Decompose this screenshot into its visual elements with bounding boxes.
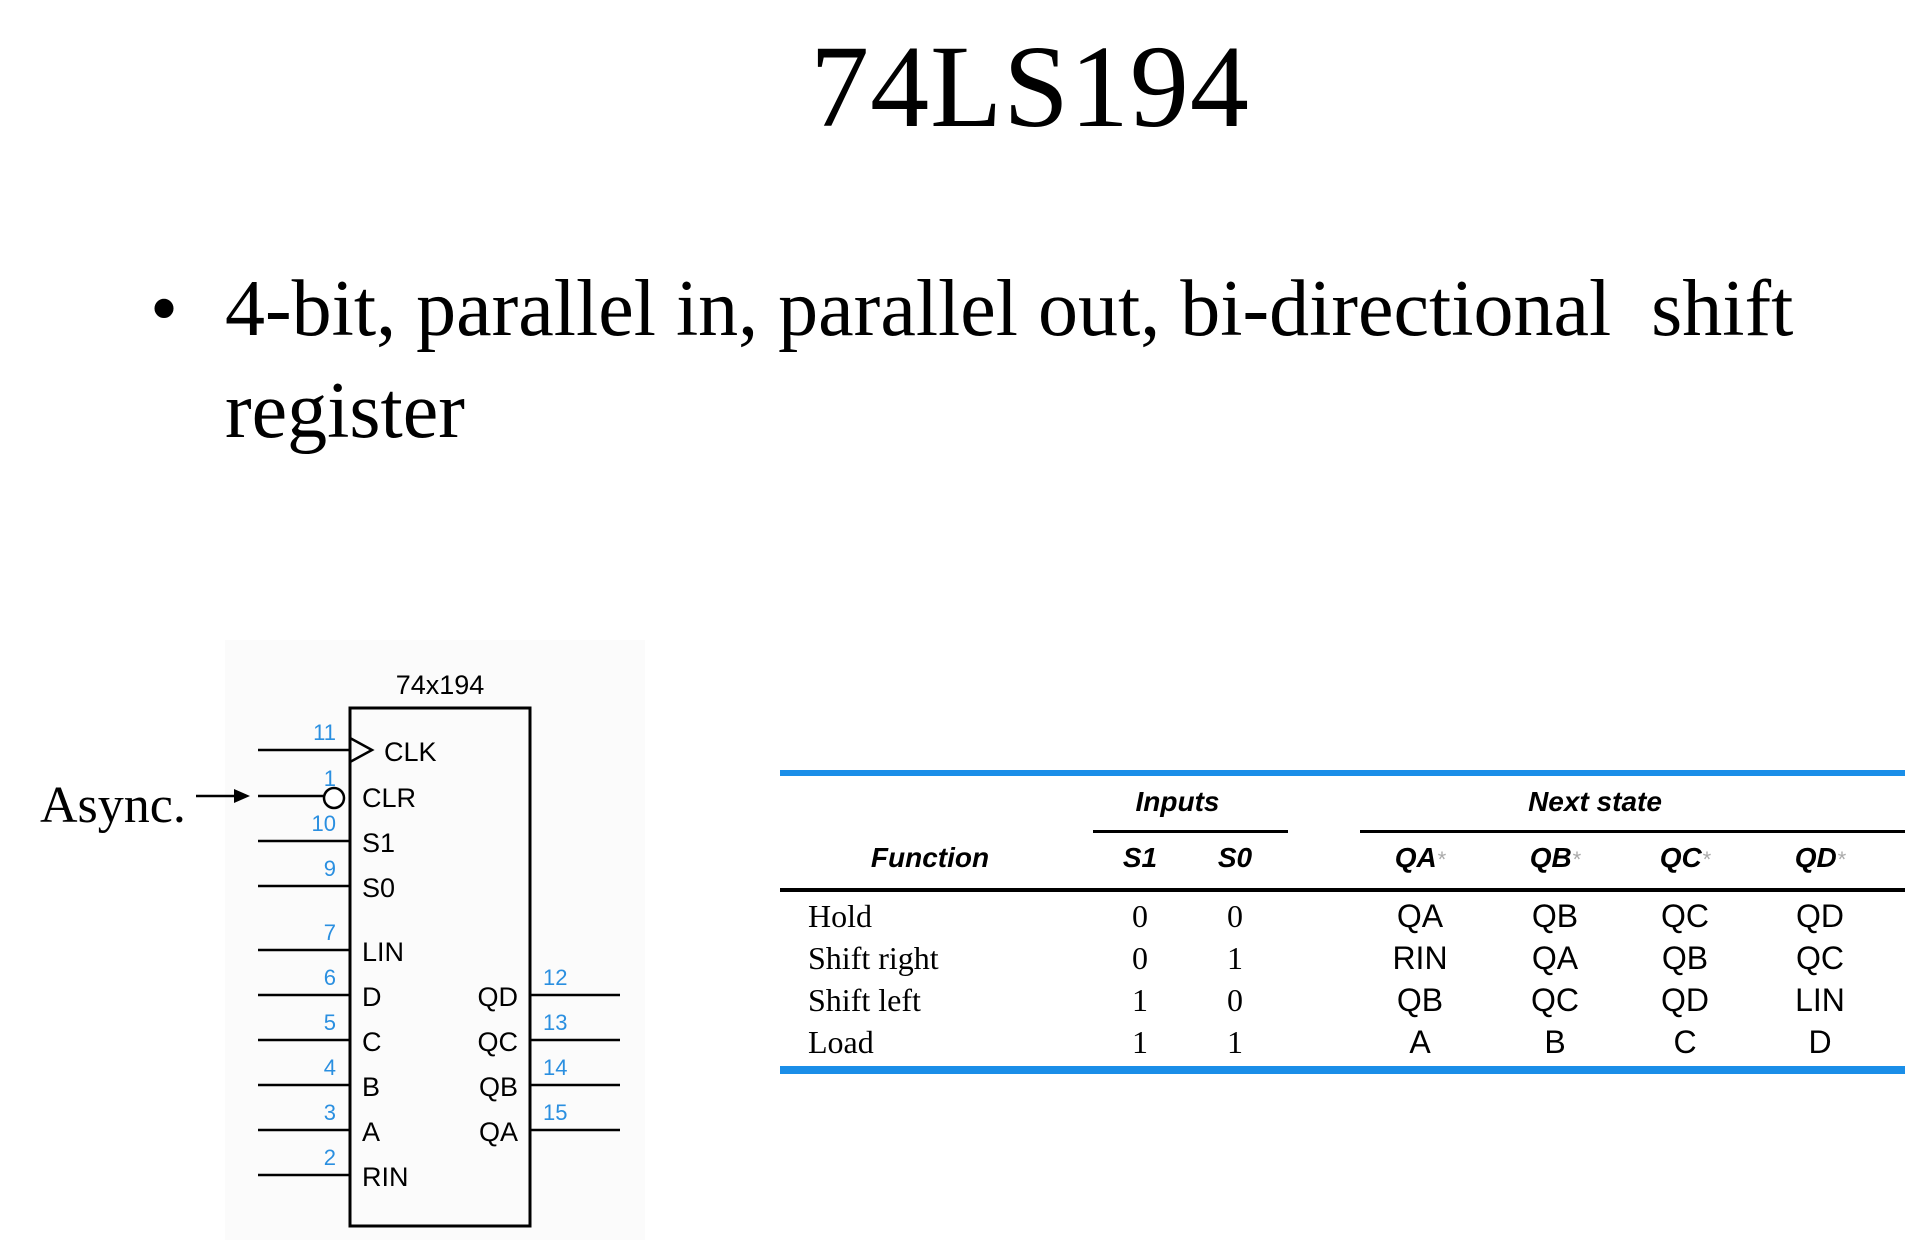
inputs-group-header: Inputs bbox=[1135, 786, 1220, 817]
cell-s0: 0 bbox=[1227, 982, 1243, 1018]
cell-qc: QB bbox=[1661, 940, 1709, 976]
col-header-s0: S0 bbox=[1217, 842, 1253, 873]
chip-diagram-panel bbox=[225, 640, 645, 1240]
next-state-group-header: Next state bbox=[1528, 786, 1662, 817]
col-header-qa-text: QA bbox=[1394, 842, 1437, 873]
bullet-dot: • bbox=[150, 265, 179, 353]
col-header-function: Function bbox=[870, 842, 990, 873]
cell-function: Load bbox=[808, 1024, 874, 1060]
col-header-qa-star: * bbox=[1436, 847, 1446, 872]
col-header-qa: QA* bbox=[1370, 842, 1470, 874]
col-header-qc-text: QC bbox=[1659, 842, 1702, 873]
cell-qa: QA bbox=[1396, 898, 1444, 934]
next-state-group-rule bbox=[1360, 830, 1905, 833]
cell-qa: RIN bbox=[1392, 940, 1448, 976]
cell-s1: 0 bbox=[1132, 898, 1148, 934]
cell-function: Hold bbox=[808, 898, 872, 934]
cell-qb: QB bbox=[1531, 898, 1579, 934]
col-header-qd-star: * bbox=[1836, 847, 1846, 872]
bullet-text: 4-bit, parallel in, parallel out, bi-dir… bbox=[225, 265, 1814, 455]
cell-s1: 1 bbox=[1132, 982, 1148, 1018]
col-header-qc: QC* bbox=[1635, 842, 1735, 874]
cell-function: Shift right bbox=[808, 940, 939, 976]
cell-qd: QC bbox=[1796, 940, 1844, 976]
cell-qd: LIN bbox=[1795, 982, 1845, 1018]
cell-s1: 0 bbox=[1132, 940, 1148, 976]
cell-qd: QD bbox=[1796, 898, 1844, 934]
col-header-qb-star: * bbox=[1571, 847, 1581, 872]
inputs-group-rule bbox=[1093, 830, 1288, 833]
table-header-rule bbox=[780, 888, 1905, 892]
cell-qc: QC bbox=[1661, 898, 1709, 934]
cell-function: Shift left bbox=[808, 982, 921, 1018]
cell-qb: QA bbox=[1531, 940, 1579, 976]
col-header-qd-text: QD bbox=[1794, 842, 1837, 873]
col-header-s1: S1 bbox=[1122, 842, 1158, 873]
cell-qb: QC bbox=[1531, 982, 1579, 1018]
cell-qa: QB bbox=[1396, 982, 1444, 1018]
col-header-qb: QB* bbox=[1505, 842, 1605, 874]
cell-qa: A bbox=[1409, 1024, 1431, 1060]
table-bottom-rule bbox=[780, 1066, 1905, 1074]
slide-title: 74LS194 bbox=[810, 21, 1250, 152]
cell-qb: B bbox=[1544, 1024, 1566, 1060]
table-top-rule bbox=[780, 770, 1905, 776]
col-header-qc-star: * bbox=[1701, 847, 1711, 872]
async-label: Async. bbox=[40, 777, 186, 834]
col-header-qd: QD* bbox=[1770, 842, 1870, 874]
cell-s0: 1 bbox=[1227, 1024, 1243, 1060]
cell-s1: 1 bbox=[1132, 1024, 1148, 1060]
cell-qc: QD bbox=[1661, 982, 1709, 1018]
cell-s0: 0 bbox=[1227, 898, 1243, 934]
cell-qc: C bbox=[1673, 1024, 1697, 1060]
cell-s0: 1 bbox=[1227, 940, 1243, 976]
col-header-qb-text: QB bbox=[1529, 842, 1572, 873]
cell-qd: D bbox=[1808, 1024, 1832, 1060]
